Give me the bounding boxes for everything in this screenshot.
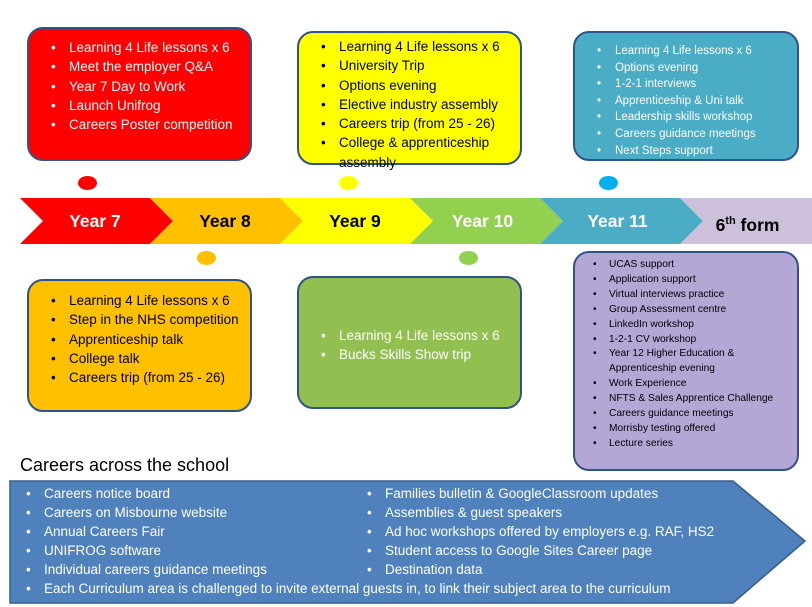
list-item: Assemblies & guest speakers — [367, 503, 562, 522]
list-item: Student access to Google Sites Career pa… — [367, 541, 652, 560]
list-item: College talk — [51, 349, 244, 369]
year-11-dot — [599, 176, 618, 190]
list-item: 1-2-1 interviews — [597, 76, 791, 93]
careers-across-school-title: Careers across the school — [20, 455, 230, 475]
year-10-activities-list: Learning 4 Life lessons x 6 Bucks Skills… — [299, 278, 520, 365]
list-item: Elective industry assembly — [321, 95, 514, 115]
list-item: Year 12 Higher Education & Apprenticeshi… — [593, 347, 791, 377]
list-item: Application support — [593, 273, 791, 288]
list-item: UCAS support — [593, 258, 791, 273]
list-item: Ad hoc workshops offered by employers e.… — [367, 522, 714, 541]
year-9-activities-list: Learning 4 Life lessons x 6 University T… — [299, 33, 520, 172]
year-11-activities-list: Learning 4 Life lessons x 6 Options even… — [575, 33, 797, 159]
list-item: Careers guidance meetings — [593, 407, 791, 422]
list-item: Bucks Skills Show trip — [321, 345, 514, 365]
year-7-activities-list: Learning 4 Life lessons x 6 Meet the emp… — [29, 29, 250, 135]
year-9-dot — [339, 176, 358, 190]
year-8-activities-box: Learning 4 Life lessons x 6 Step in the … — [27, 279, 252, 412]
list-item: Each Curriculum area is challenged to in… — [26, 579, 671, 598]
list-item: Individual careers guidance meetings — [26, 560, 267, 579]
year-11-label: Year 11 — [587, 211, 648, 231]
list-item: College & apprenticeship assembly — [321, 133, 514, 172]
list-item: Morrisby testing offered — [593, 422, 791, 437]
list-item: Careers on Misbourne website — [26, 503, 227, 522]
sixth-form-label-number: 6 — [715, 214, 726, 235]
year-10-activities-box: Learning 4 Life lessons x 6 Bucks Skills… — [297, 276, 522, 409]
list-item: Learning 4 Life lessons x 6 — [597, 43, 791, 60]
year-8-label: Year 8 — [199, 211, 251, 231]
list-item: Group Assessment centre — [593, 303, 791, 318]
sixth-form-activities-list: UCAS support Application support Virtual… — [575, 253, 797, 452]
list-item: Apprenticeship & Uni talk — [597, 93, 791, 110]
sixth-form-label: 6th form — [695, 198, 800, 244]
list-item: Careers Poster competition — [51, 115, 244, 135]
list-item: Year 7 Day to Work — [51, 77, 244, 97]
year-9-activities-box: Learning 4 Life lessons x 6 University T… — [297, 31, 522, 170]
list-item: Options evening — [321, 76, 514, 96]
sixth-form-activities-box: UCAS support Application support Virtual… — [573, 251, 799, 471]
list-item: Apprenticeship talk — [51, 330, 244, 350]
list-item: Options evening — [597, 60, 791, 77]
list-item: Leadership skills workshop — [597, 109, 791, 126]
list-item: Next Steps support — [597, 143, 791, 160]
year-9-label: Year 9 — [329, 211, 381, 231]
list-item: Careers trip (from 25 - 26) — [321, 114, 514, 134]
list-item: Launch Unifrog — [51, 96, 244, 116]
list-item: 1-2-1 CV workshop — [593, 333, 791, 348]
year-7-activities-box: Learning 4 Life lessons x 6 Meet the emp… — [27, 27, 252, 161]
list-item: NFTS & Sales Apprentice Challenge — [593, 392, 791, 407]
list-item: Destination data — [367, 560, 483, 579]
sixth-form-label-rest: form — [735, 214, 780, 235]
list-item: UNIFROG software — [26, 541, 161, 560]
list-item: Meet the employer Q&A — [51, 57, 244, 77]
list-item: Virtual interviews practice — [593, 288, 791, 303]
year-10-label: Year 10 — [451, 211, 514, 231]
list-item: Learning 4 Life lessons x 6 — [321, 326, 514, 346]
list-item: Families bulletin & GoogleClassroom upda… — [367, 484, 658, 503]
list-item: Careers trip (from 25 - 26) — [51, 368, 244, 388]
list-item: LinkedIn workshop — [593, 318, 791, 333]
list-item: University Trip — [321, 56, 514, 76]
list-item: Learning 4 Life lessons x 6 — [321, 37, 514, 57]
list-item: Learning 4 Life lessons x 6 — [51, 38, 244, 58]
year-7-label: Year 7 — [69, 211, 121, 231]
year-8-dot — [197, 251, 216, 265]
year-11-activities-box: Learning 4 Life lessons x 6 Options even… — [573, 31, 799, 161]
year-10-dot — [459, 251, 478, 265]
list-item: Lecture series — [593, 437, 791, 452]
list-item: Careers notice board — [26, 484, 170, 503]
list-item: Learning 4 Life lessons x 6 — [51, 291, 244, 311]
list-item: Careers guidance meetings — [597, 126, 791, 143]
list-item: Annual Careers Fair — [26, 522, 165, 541]
year-7-dot — [78, 176, 97, 190]
sixth-form-label-suffix: th — [725, 215, 736, 227]
list-item: Step in the NHS competition — [51, 310, 244, 330]
list-item: Work Experience — [593, 377, 791, 392]
year-8-activities-list: Learning 4 Life lessons x 6 Step in the … — [29, 281, 250, 388]
